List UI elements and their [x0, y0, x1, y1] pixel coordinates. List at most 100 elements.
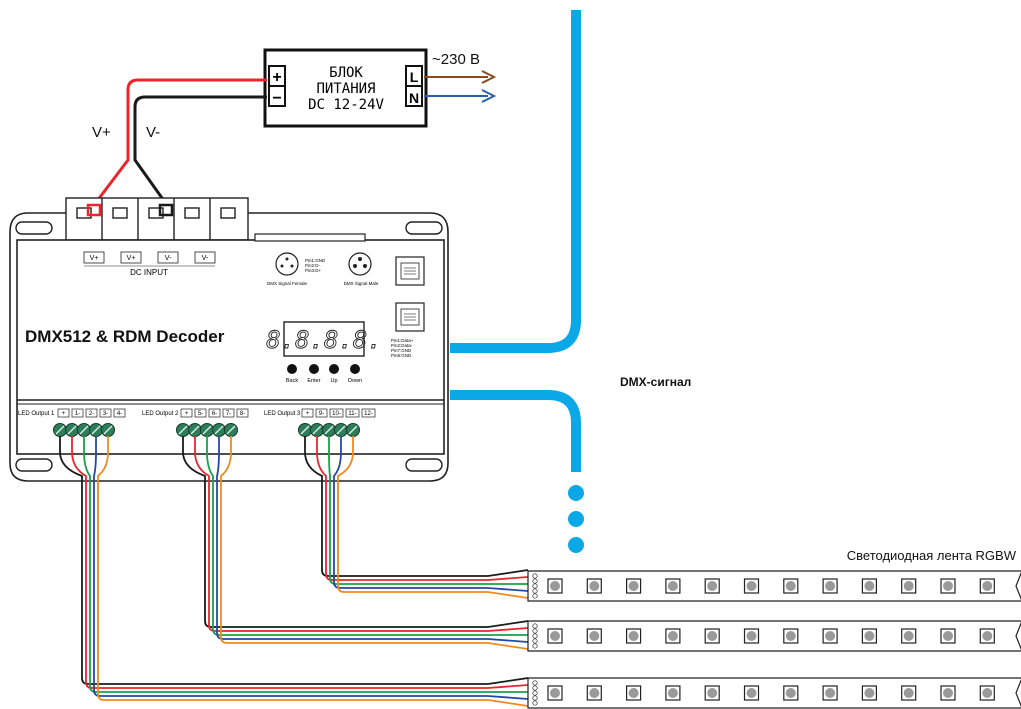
led-chip [625, 578, 642, 594]
mains-voltage-label: ~230 В [432, 51, 480, 68]
strip-body [527, 677, 1021, 709]
led-chip [979, 578, 995, 594]
led-strip [527, 570, 1021, 602]
decoder: V+ V+ V- V- DC INPUT DMX512 & RDM Decode… [9, 197, 449, 482]
led-chip [625, 628, 642, 644]
mount-slot-bottom-right [405, 458, 443, 472]
power-supply-body [263, 48, 428, 128]
led-chip [783, 628, 799, 644]
rj45-port-top [395, 256, 425, 286]
strip-solder-pad [532, 623, 538, 629]
xlr-male-label: DMX Signal Male [344, 281, 379, 286]
continuation-dot [568, 485, 584, 501]
wire-entry-black [158, 203, 174, 217]
mains-wires: ~230 В [424, 51, 497, 103]
dc-input-label: DC INPUT [130, 268, 168, 277]
svg-text:4-: 4- [117, 411, 122, 417]
terminal-block-2 [176, 423, 238, 437]
down-button[interactable] [350, 364, 360, 374]
continuation-dot [568, 511, 584, 527]
led-chip [901, 578, 917, 594]
strip-solder-pad [532, 695, 538, 701]
svg-text:11-: 11- [348, 411, 356, 417]
led-chip [861, 578, 878, 594]
led-chip [704, 578, 720, 594]
dmx-signal-label: DMX-сигнал [620, 375, 691, 389]
dmx-continuation-dots [568, 485, 584, 553]
svg-text:+: + [62, 411, 66, 417]
led-chip [979, 628, 995, 644]
strip-solder-pad [532, 685, 538, 691]
output-wire [220, 436, 529, 650]
xlr-female-connector [275, 252, 299, 276]
mains-arrow-n [481, 89, 497, 103]
up-button[interactable] [329, 364, 339, 374]
led-chip [625, 685, 642, 701]
strip-solder-pad [532, 578, 538, 584]
svg-text:Pin1:Data+: Pin1:Data+ [391, 338, 414, 343]
v-plus-wire [92, 78, 267, 206]
strip-solder-pad [532, 633, 538, 639]
led-chip [547, 628, 563, 644]
svg-text:Pin8:GND: Pin8:GND [391, 353, 412, 358]
decoder-title: DMX512 & RDM Decoder [25, 327, 225, 346]
xlr-pin-labels: Pin1:GND Pin2:D- Pin3:D+ [305, 258, 326, 273]
led-chip [743, 685, 760, 701]
strip-body [527, 620, 1021, 652]
led-chip [547, 578, 563, 594]
led-chip [861, 685, 878, 701]
segment-display-digits: 8.8.8.8. [266, 326, 382, 354]
terminal-block-1 [53, 423, 115, 437]
led-output-1-labels: LED Output 1 + 1- 2- 3- 4- [18, 408, 126, 418]
mount-slot-top-right [405, 221, 443, 235]
strip-solder-pad [532, 573, 538, 579]
xlr-female-label-text: DMX Signal Female [267, 281, 308, 286]
led-chip [586, 685, 602, 701]
up-button-label: Up [330, 378, 337, 384]
dc-input-terminal-label: V+ [127, 255, 136, 262]
led-chip [704, 685, 720, 701]
down-button-label: Down [348, 378, 362, 384]
led-chip [665, 685, 681, 701]
strip-solder-pad [532, 643, 538, 649]
strip-solder-pad [532, 588, 538, 594]
continuation-dot [568, 537, 584, 553]
svg-text:Pin2:D-: Pin2:D- [305, 263, 321, 268]
v-minus-label: V- [146, 124, 160, 141]
svg-text:9-: 9- [319, 411, 324, 417]
back-button-label: Back [286, 378, 298, 384]
svg-text:Pin2:Data-: Pin2:Data- [391, 343, 413, 348]
output-terminal-blocks [53, 423, 360, 437]
v-minus-wire [133, 95, 267, 206]
dmx-bus-out [450, 390, 581, 472]
enter-button[interactable] [309, 364, 319, 374]
svg-text:10-: 10- [332, 411, 341, 417]
led-strips [527, 570, 1021, 709]
xlr-male-connector [348, 252, 372, 276]
mains-arrow-l [481, 70, 497, 84]
dmx-bus [450, 10, 581, 472]
led-chip [940, 628, 956, 644]
wire-entry-red [86, 203, 102, 217]
led-chip [586, 578, 602, 594]
led-strip [527, 620, 1021, 652]
led-chip [901, 628, 917, 644]
led-chip [822, 685, 838, 701]
back-button[interactable] [287, 364, 297, 374]
dc-input-terminal-labels: V+ V+ V- V- [83, 251, 216, 264]
strip-body [527, 570, 1021, 602]
svg-text:Pin7:GND: Pin7:GND [391, 348, 412, 353]
led-chip [704, 628, 720, 644]
led-output-label: LED Output 3 [264, 411, 301, 417]
svg-text:+: + [306, 411, 310, 417]
psu-plus-terminal: + [272, 69, 281, 86]
top-rail-clip [254, 233, 366, 242]
led-strip [527, 677, 1021, 709]
led-chip [822, 578, 838, 594]
svg-text:1-: 1- [75, 411, 80, 417]
led-chip [940, 578, 956, 594]
mount-slot-bottom-left [15, 458, 53, 472]
led-chip [861, 628, 878, 644]
segment-display [283, 321, 365, 357]
strip-solder-pad [532, 680, 538, 686]
